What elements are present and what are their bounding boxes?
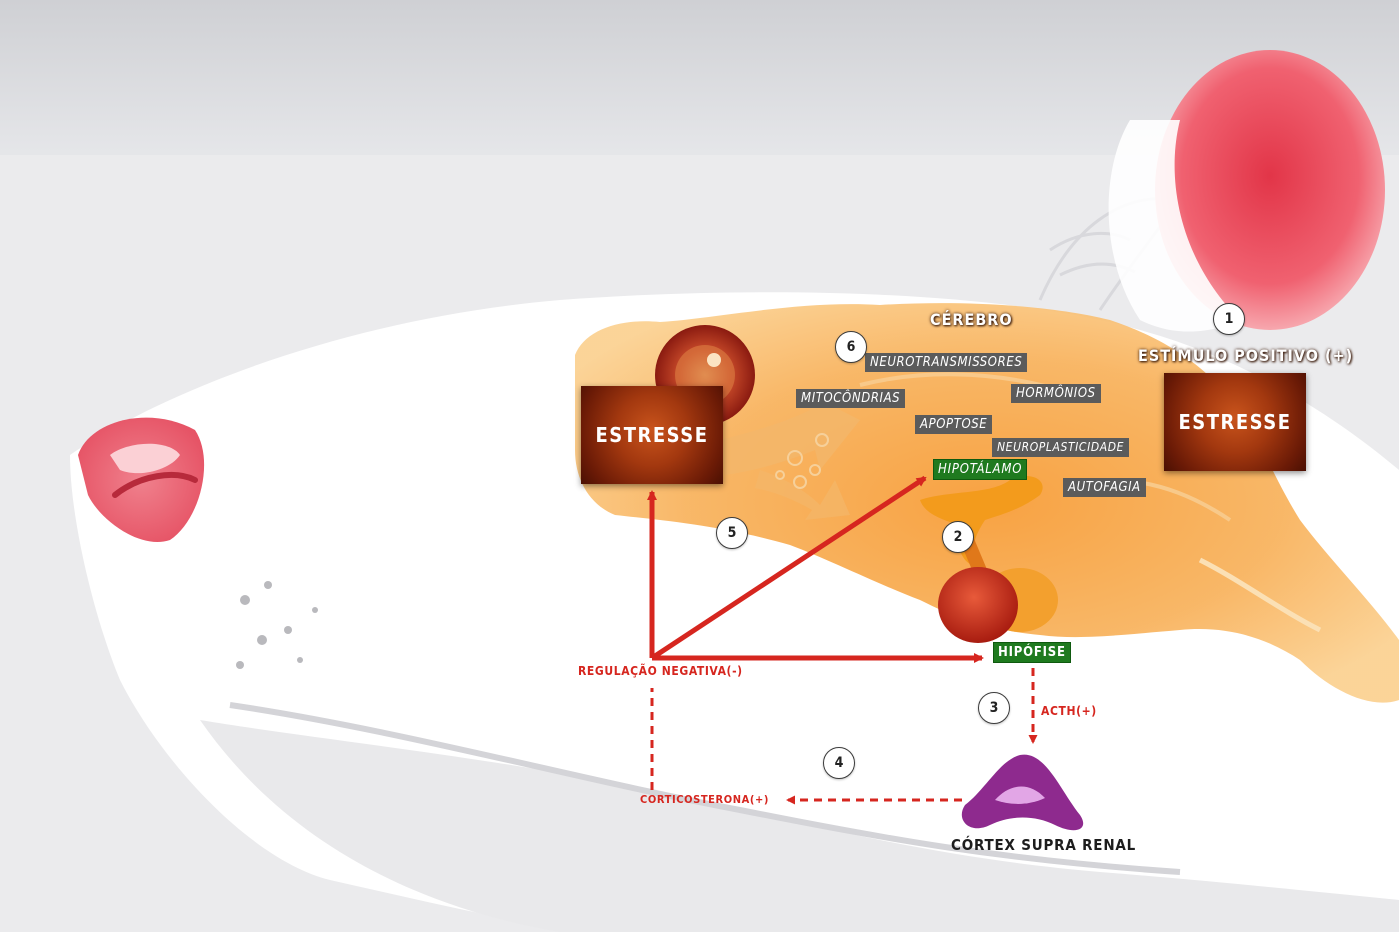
step-2-badge: 2 [942, 521, 974, 553]
step-4-badge: 4 [823, 747, 855, 779]
autofagia-tag: AUTOFAGIA [1063, 478, 1146, 497]
pituitary-anterior [938, 567, 1018, 643]
estimulo-positivo-label: ESTÍMULO POSITIVO (+) [1138, 346, 1353, 365]
step-3-badge: 3 [978, 692, 1010, 724]
apoptose-tag: APOPTOSE [915, 415, 992, 434]
step-1-badge: 1 [1213, 303, 1245, 335]
hormonios-tag: HORMÔNIOS [1011, 384, 1101, 403]
stress-box-right: ESTRESSE [1164, 373, 1306, 471]
eye-glint [707, 353, 721, 367]
corticosterona-label: CORTICOSTERONA(+) [640, 793, 769, 806]
mitocondrias-tag: MITOCÔNDRIAS [796, 389, 905, 408]
stress-label-left: ESTRESSE [596, 423, 709, 447]
cerebro-label: CÉREBRO [930, 310, 1013, 329]
acth-label: ACTH(+) [1041, 704, 1097, 718]
step-5-badge: 5 [716, 517, 748, 549]
regulacao-negativa-label: REGULAÇÃO NEGATIVA(-) [578, 664, 743, 678]
cortex-supra-renal-label: CÓRTEX SUPRA RENAL [951, 836, 1136, 854]
stress-box-left: ESTRESSE [581, 386, 723, 484]
step-6-badge: 6 [835, 331, 867, 363]
neurotransmissores-tag: NEUROTRANSMISSORES [865, 353, 1027, 372]
hipotalamo-tag: HIPOTÁLAMO [933, 459, 1027, 480]
neuroplasticidade-tag: NEUROPLASTICIDADE [992, 438, 1129, 457]
stress-label-right: ESTRESSE [1179, 410, 1292, 434]
hipofise-tag: HIPÓFISE [993, 642, 1071, 663]
